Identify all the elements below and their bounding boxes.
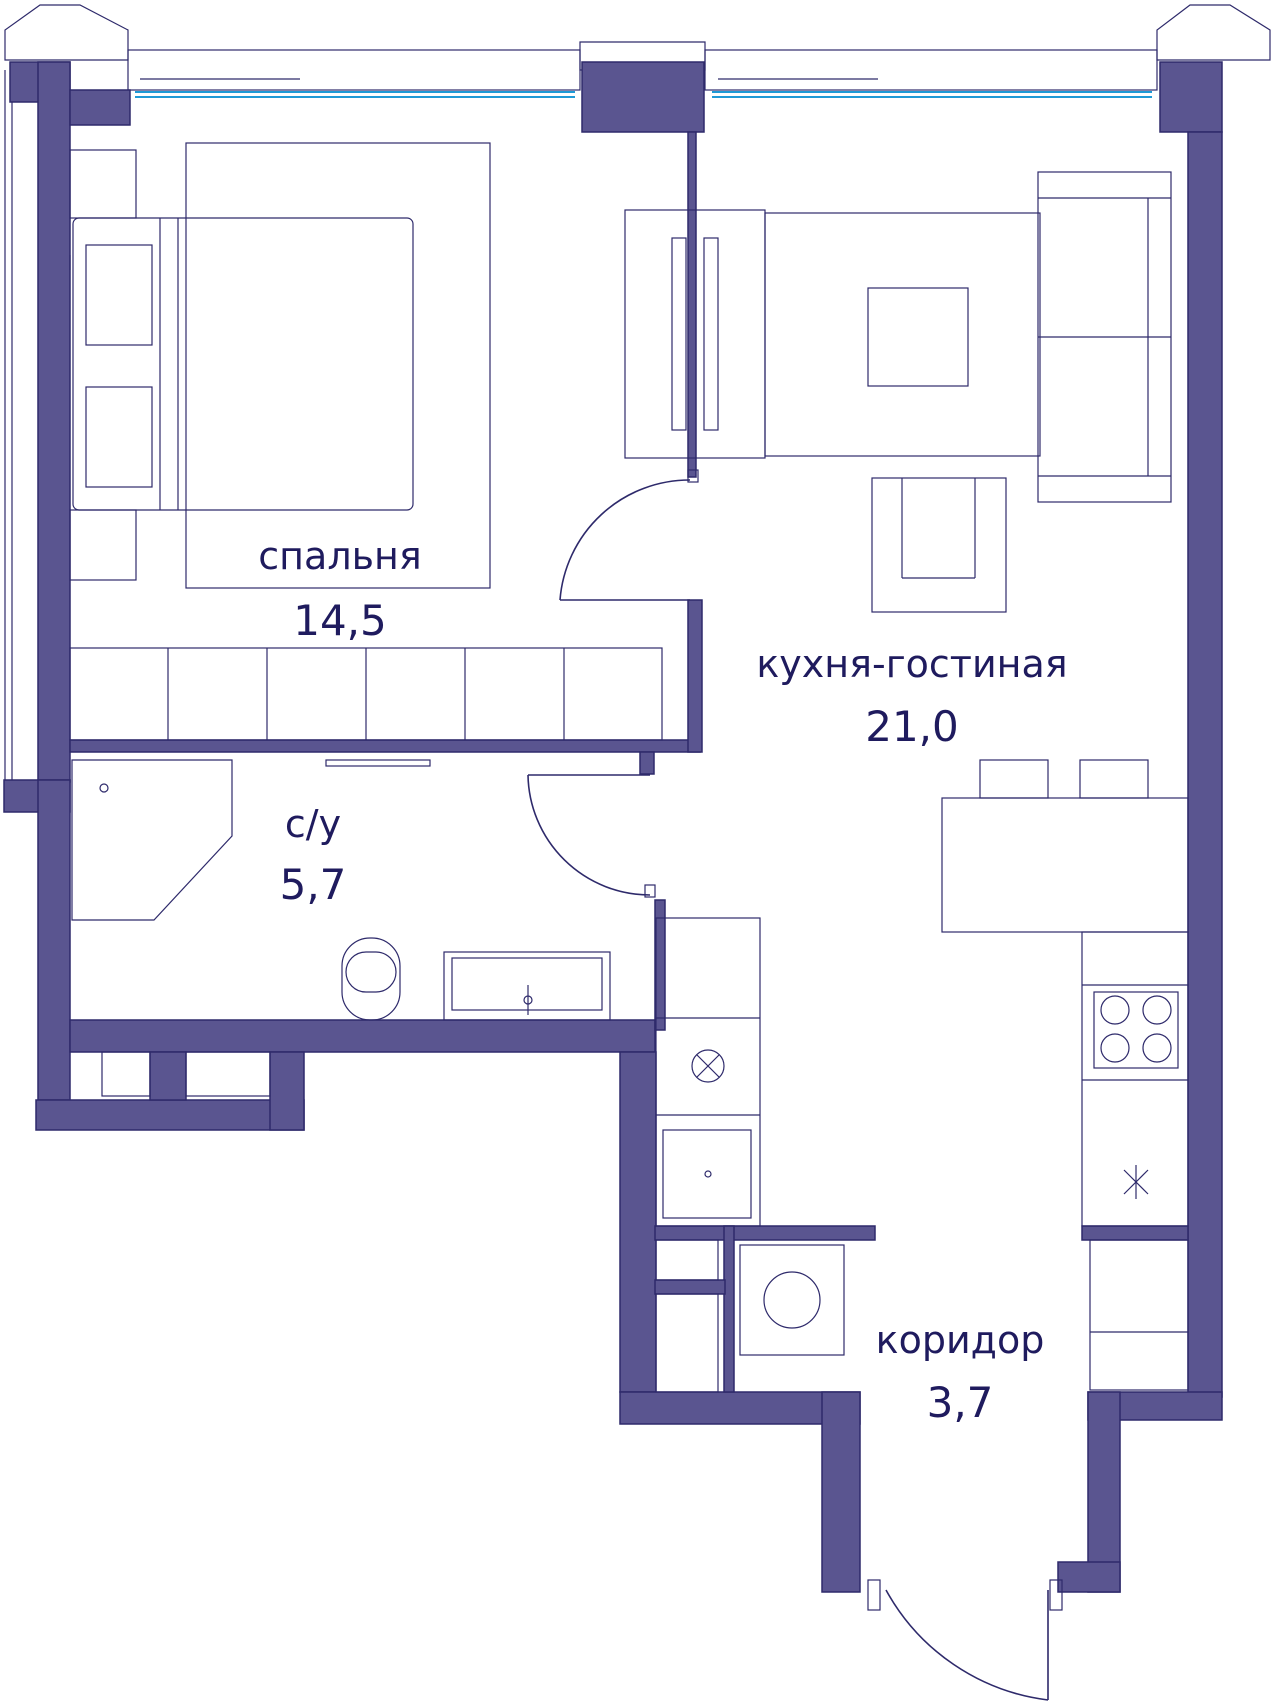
window-glazing xyxy=(4,4,1271,780)
kitchen-units xyxy=(655,917,1189,1227)
bedroom-furniture xyxy=(69,142,663,741)
room-area-bathroom: 5,7 xyxy=(279,860,347,909)
room-area-bedroom: 14,5 xyxy=(293,596,387,645)
room-name-corridor: коридор xyxy=(875,1318,1045,1362)
walls xyxy=(3,61,1223,1593)
doors xyxy=(527,469,1063,1701)
room-name-bedroom: спальня xyxy=(258,534,422,578)
room-area-corridor: 3,7 xyxy=(926,1378,994,1427)
bathroom-fixtures xyxy=(71,759,611,1097)
room-area-kitchen-living: 21,0 xyxy=(865,702,959,751)
corridor-fixtures xyxy=(655,1239,1189,1393)
living-furniture xyxy=(624,171,1189,933)
room-name-kitchen-living: кухня-гостиная xyxy=(756,642,1068,686)
room-name-bathroom: с/у xyxy=(284,802,342,846)
